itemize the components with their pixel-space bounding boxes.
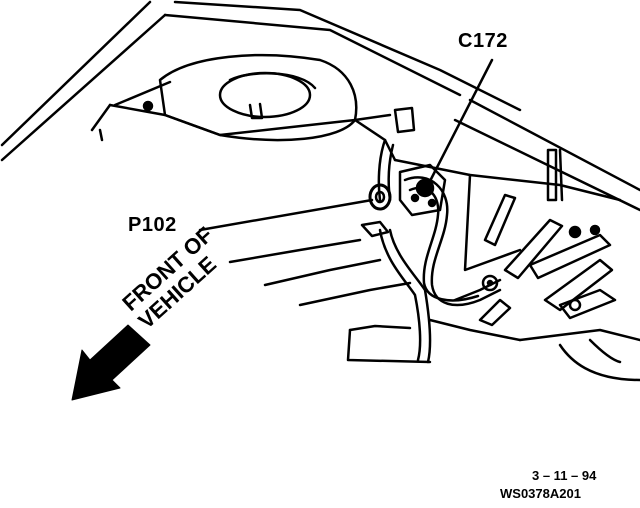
p102-leader-line (198, 198, 374, 232)
leader-lines (198, 58, 494, 232)
strut-tower (90, 53, 392, 142)
hood-outline (0, 0, 640, 212)
grommet-p102 (360, 183, 392, 238)
diagram-reference-number: WS0378A201 (500, 486, 581, 501)
c172-leader-line (426, 58, 494, 187)
inner-fender (228, 106, 640, 382)
passthrough-p102-label: P102 (128, 214, 177, 236)
diagram-date: 3 – 11 – 94 (532, 468, 597, 483)
wiring-harness (346, 138, 502, 364)
front-direction-arrow-icon (71, 324, 151, 401)
bracket-assembly (463, 148, 617, 327)
connector-c172-label: C172 (458, 30, 508, 52)
